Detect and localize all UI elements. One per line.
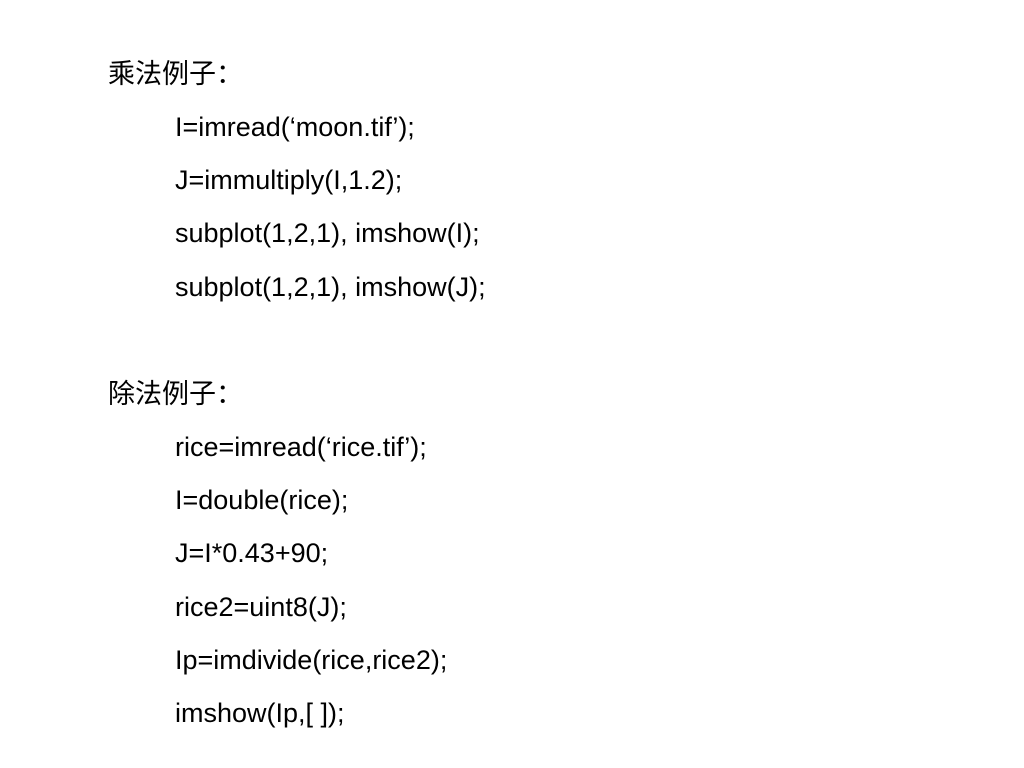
code-line: subplot(1,2,1), imshow(J); [175,271,486,302]
code-line: subplot(1,2,1), imshow(I); [175,218,480,249]
multiply-example-section: 乘法例子： I=imread(‘moon.tif’); J=immultiply… [108,48,486,314]
code-line: J=immultiply(I,1.2); [175,165,403,196]
code-line: Ip=imdivide(rice,rice2); [175,644,448,675]
multiply-example-heading: 乘法例子： [108,59,243,90]
multiply-code-block: I=imread(‘moon.tif’); J=immultiply(I,1.2… [108,101,486,314]
code-line: I=imread(‘moon.tif’); [175,112,415,142]
divide-example-heading: 除法例子： [108,379,243,410]
code-line: imshow(Ip,[ ]); [175,697,345,728]
code-line: rice=imread(‘rice.tif’); [175,432,427,462]
code-line: I=double(rice); [175,485,349,516]
divide-code-block: rice=imread(‘rice.tif’); I=double(rice);… [108,421,447,740]
code-line: J=I*0.43+90; [175,538,329,569]
divide-example-section: 除法例子： rice=imread(‘rice.tif’); I=double(… [108,368,447,740]
code-line: rice2=uint8(J); [175,591,347,622]
